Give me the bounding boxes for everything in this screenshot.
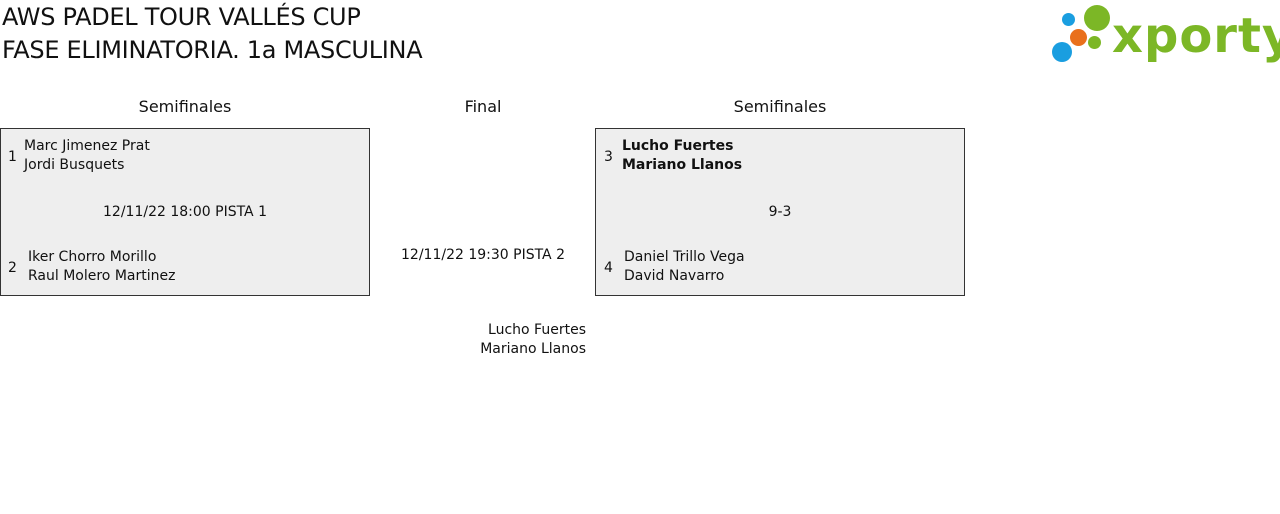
final-player-name: Mariano Llanos	[480, 341, 586, 357]
phase-title: FASE ELIMINATORIA. 1a MASCULINA	[2, 36, 423, 64]
logo-wordmark: xporty	[1112, 8, 1280, 64]
logo-dot-green-small	[1088, 36, 1101, 49]
player-name: Jordi Busquets	[24, 157, 125, 173]
xporty-logo: xporty	[1050, 4, 1280, 68]
column-header-left: Semifinales	[138, 97, 232, 116]
winner-player-name: Lucho Fuertes	[622, 138, 734, 154]
player-name: Raul Molero Martinez	[28, 268, 176, 284]
seed-number: 2	[8, 260, 17, 276]
match-schedule: 12/11/22 18:00 PISTA 1	[103, 204, 267, 220]
seed-number: 1	[8, 149, 17, 165]
final-schedule: 12/11/22 19:30 PISTA 2	[401, 247, 565, 263]
column-header-right: Semifinales	[733, 97, 827, 116]
tournament-title: AWS PADEL TOUR VALLÉS CUP	[2, 3, 361, 31]
logo-dot-green	[1084, 5, 1110, 31]
match-score: 9-3	[768, 204, 792, 220]
player-name: Daniel Trillo Vega	[624, 249, 745, 265]
player-name: Marc Jimenez Prat	[24, 138, 150, 154]
final-player-name: Lucho Fuertes	[488, 322, 586, 338]
seed-number: 4	[604, 260, 613, 276]
seed-number: 3	[604, 149, 613, 165]
logo-dot-blue-small	[1062, 13, 1075, 26]
logo-dot-blue	[1052, 42, 1072, 62]
logo-dot-orange	[1070, 29, 1087, 46]
column-header-center: Final	[464, 97, 502, 116]
semifinal-2-card[interactable]: 3 Lucho Fuertes Mariano Llanos 9-3 4 Dan…	[595, 128, 965, 296]
player-name: Iker Chorro Morillo	[28, 249, 157, 265]
winner-player-name: Mariano Llanos	[622, 157, 743, 173]
player-name: David Navarro	[624, 268, 725, 284]
semifinal-1-card[interactable]: 1 Marc Jimenez Prat Jordi Busquets 12/11…	[0, 128, 370, 296]
